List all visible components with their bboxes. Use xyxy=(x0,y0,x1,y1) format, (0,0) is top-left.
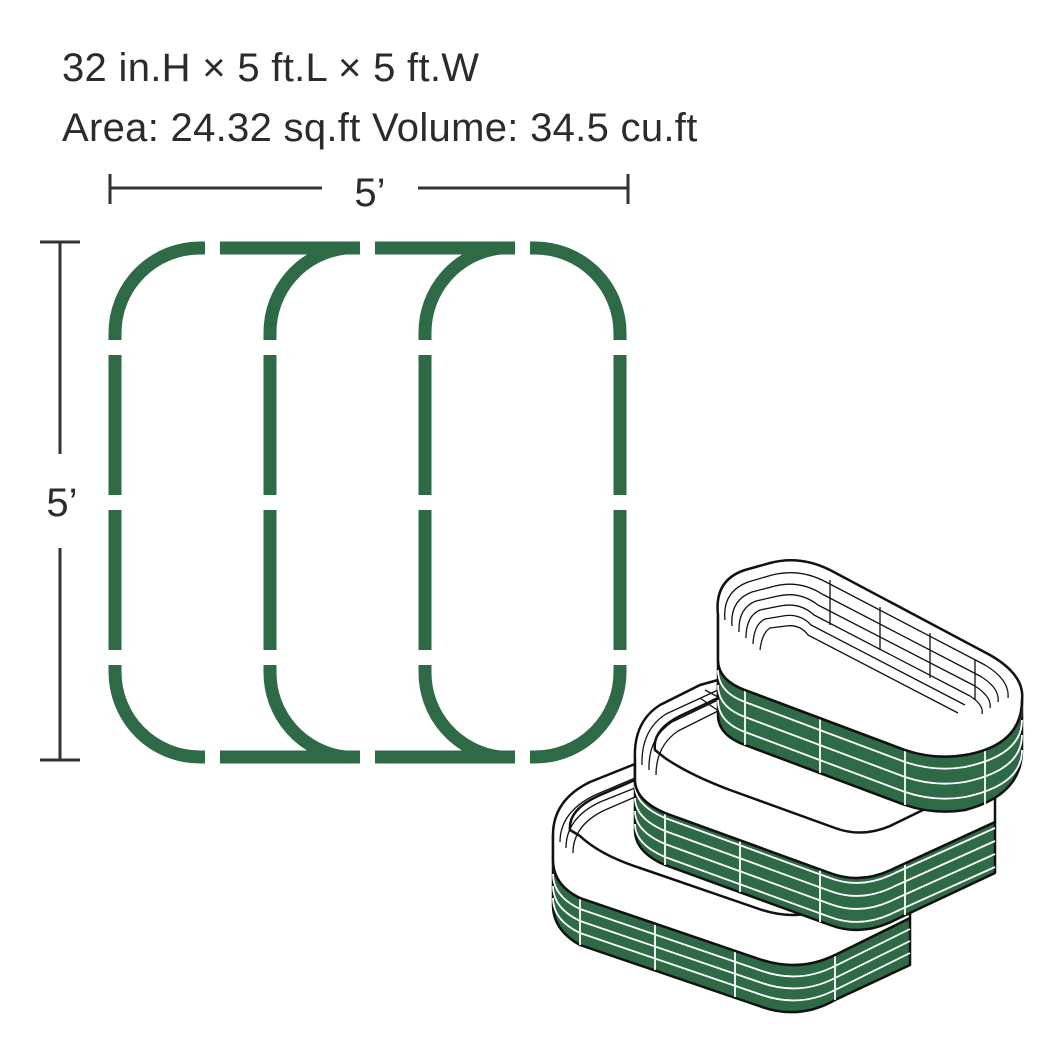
inner-curve-1-bottom xyxy=(263,665,346,764)
height-dimension-label: 5’ xyxy=(46,481,77,525)
tiered-raised-bed-illustration xyxy=(551,558,1024,1014)
inner-curve-2-top xyxy=(418,241,501,340)
top-tier xyxy=(716,558,1024,813)
width-dimension xyxy=(108,174,630,204)
inner-curve-2-bottom xyxy=(418,665,501,764)
top-tier-inner-lines xyxy=(724,572,1009,715)
width-dimension-label: 5’ xyxy=(354,171,385,215)
top-tier-rim xyxy=(716,558,1024,758)
middle-tier xyxy=(633,678,997,932)
bottom-tier-inner-lines xyxy=(559,777,636,854)
inner-curve-1-top xyxy=(263,241,346,340)
top-left-corner-segment xyxy=(108,241,205,340)
area-volume-spec-text: Area: 24.32 sq.ft Volume: 34.5 cu.ft xyxy=(62,106,698,150)
dimensions-spec-text: 32 in.H × 5 ft.L × 5 ft.W xyxy=(62,46,480,90)
bottom-right-corner-segment xyxy=(530,665,627,764)
top-view-outline xyxy=(108,241,627,764)
height-dimension xyxy=(40,240,80,762)
bottom-left-corner-segment xyxy=(108,665,205,764)
top-right-corner-segment xyxy=(530,241,627,340)
middle-tier-rim xyxy=(633,678,997,880)
